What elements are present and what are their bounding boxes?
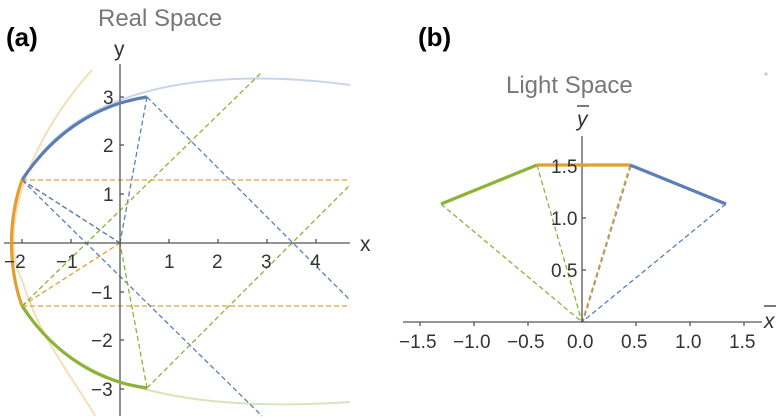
ray-green-3 xyxy=(146,184,351,389)
x-tick-label: 0.0 xyxy=(567,332,593,353)
x-tick-label: 1 xyxy=(164,252,175,273)
ray-lines-b xyxy=(440,164,727,323)
x-tick-label: −1.5 xyxy=(399,332,437,353)
x-tick-label: 0.5 xyxy=(621,332,647,353)
panel-b-title: Light Space xyxy=(506,72,633,99)
y-axis-label-b: y xyxy=(575,105,589,131)
y-tick-label: 2 xyxy=(103,136,114,157)
x-tick-label: 2 xyxy=(212,252,223,273)
ray-gray-inner xyxy=(582,165,632,323)
y-ticks-a: 3 2 1 −1 −2 −3 xyxy=(91,88,114,401)
panel-a-label: (a) xyxy=(6,22,38,52)
x-ticks-a: −2 −1 1 2 3 4 xyxy=(4,252,321,273)
y-tick-label: 1 xyxy=(103,185,114,206)
thick-blue-arc xyxy=(20,95,148,181)
x-tick-label: −1.0 xyxy=(453,332,491,353)
ray-green-inner xyxy=(536,164,583,323)
ray-blue-4 xyxy=(21,179,263,417)
y-tick-label: 0.5 xyxy=(551,261,577,282)
y-tick-label: −2 xyxy=(91,331,113,352)
ray-green-2 xyxy=(119,242,148,389)
ray-blue-1 xyxy=(21,179,121,244)
x-tick-label: −0.5 xyxy=(507,332,545,353)
x-tick-label: 4 xyxy=(310,252,321,273)
x-axis-label-a: x xyxy=(360,233,371,256)
svg-text:y: y xyxy=(575,108,589,131)
y-tick-label: 1.0 xyxy=(551,209,577,230)
thick-green-segment xyxy=(440,163,538,206)
ray-blue-2 xyxy=(119,96,148,244)
thick-orange-arc xyxy=(9,179,24,307)
y-tick-label: −1 xyxy=(91,283,113,304)
y-tick-label: −3 xyxy=(91,380,113,401)
y-axis-label-a: y xyxy=(114,38,125,61)
panel-a-title: Real Space xyxy=(98,5,222,32)
ray-blue-outer xyxy=(581,203,727,323)
svg-text:x: x xyxy=(763,310,776,333)
panel-a: (a) Real Space xyxy=(4,5,371,417)
axes-a xyxy=(4,64,350,416)
x-tick-label: −1 xyxy=(56,252,78,273)
ray-green-outer xyxy=(440,203,583,323)
panel-b: (b) Light Space xyxy=(399,22,776,353)
faint-green-curve-bottom xyxy=(23,305,351,406)
stray-dot xyxy=(764,72,768,76)
ray-orange-inner xyxy=(581,164,631,323)
thick-blue-segment xyxy=(629,163,727,206)
x-tick-label: 3 xyxy=(261,252,272,273)
y-tick-label: 1.5 xyxy=(551,157,577,178)
x-axis-label-b: x xyxy=(763,305,776,333)
x-tick-label: 1.0 xyxy=(675,332,701,353)
x-tick-label: −2 xyxy=(4,252,26,273)
ray-lines-a xyxy=(21,71,351,417)
ray-orange-diag xyxy=(21,242,121,307)
faint-orange-curve-left xyxy=(12,69,96,417)
panel-b-label: (b) xyxy=(418,22,451,52)
x-tick-label: 1.5 xyxy=(729,332,755,353)
thick-green-arc xyxy=(20,305,148,390)
y-ticks-b: 1.5 1.0 0.5 xyxy=(551,157,577,282)
x-ticks-b: −1.5 −1.0 −0.5 0.0 0.5 1.0 1.5 xyxy=(399,332,755,353)
y-tick-label: 3 xyxy=(103,88,114,109)
